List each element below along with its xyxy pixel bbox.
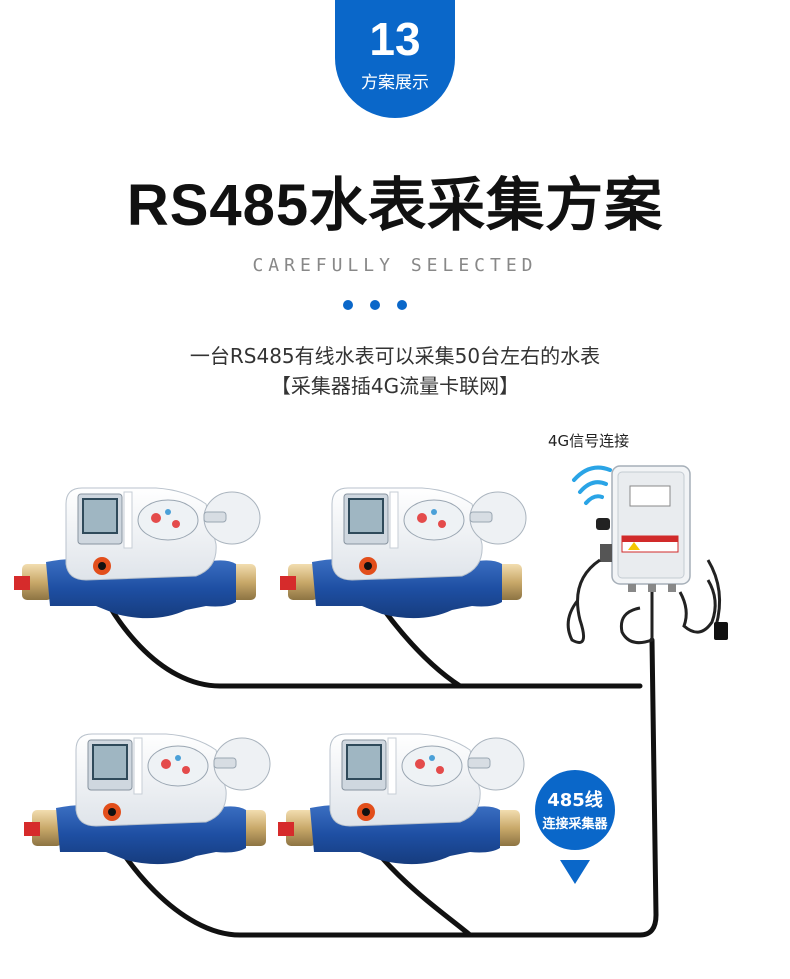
section-number: 13 (369, 13, 421, 65)
signal-label: 4G信号连接 (548, 432, 630, 450)
water-meter-2 (279, 487, 527, 619)
decorative-dots (343, 300, 407, 310)
section-badge: 13 方案展示 (335, 0, 455, 118)
wifi-signal-icon (572, 465, 612, 505)
water-meter-4 (277, 733, 525, 865)
callout-line-2: 连接采集器 (542, 816, 608, 832)
dot-icon (370, 300, 380, 310)
page-title: RS485水表采集方案 (126, 173, 664, 238)
data-collector (596, 465, 691, 592)
dot-icon (343, 300, 353, 310)
description-line-1: 一台RS485有线水表可以采集50台左右的水表 (189, 344, 601, 368)
english-subtitle: CAREFULLY SELECTED (252, 255, 538, 276)
water-meter-3 (23, 733, 271, 865)
description-line-2: 【采集器插4G流量卡联网】 (270, 374, 520, 398)
callout-line-1: 485线 (547, 789, 603, 811)
warning-triangle-icon (628, 542, 640, 550)
power-plug-icon (714, 622, 728, 640)
callout-badge: 485线 连接采集器 (535, 770, 615, 884)
water-meter-1 (13, 487, 261, 619)
dot-icon (397, 300, 407, 310)
section-label: 方案展示 (361, 73, 429, 93)
